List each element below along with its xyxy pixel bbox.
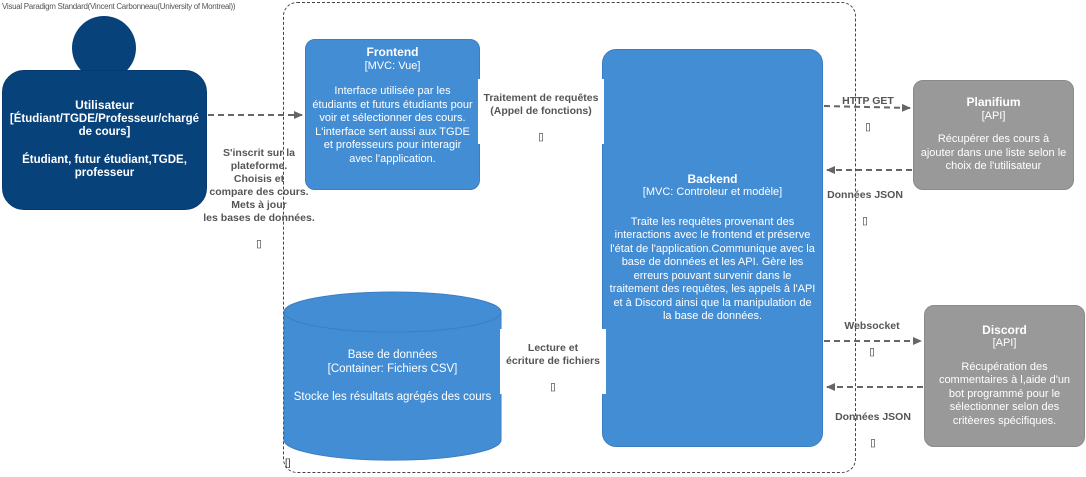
user-person: Utilisateur [Étudiant/TGDE/Professeur/ch…	[2, 70, 207, 210]
discord-system: Discord [API] Récupération des commentai…	[924, 305, 1085, 447]
label-glyph-icon: ▯	[865, 121, 871, 133]
user-description: Étudiant, futur étudiant,TGDE, professeu…	[22, 153, 187, 180]
user-subtitle: [Étudiant/TGDE/Professeur/chargé de cour…	[9, 112, 200, 139]
frontend-title: Frontend	[366, 45, 419, 59]
frontend-description: Interface utilisée par les étudiants et …	[312, 85, 473, 165]
arrow-backend-planifium	[823, 103, 911, 112]
database-cylinder-icon	[283, 291, 502, 461]
label-discord-backend: Données JSON ▯	[828, 398, 918, 450]
planifium-description: Récupérer des cours à ajouter dans une l…	[920, 133, 1067, 173]
label-frontend-backend: Traitement de requêtes (Appel de fonctio…	[478, 79, 604, 144]
label-glyph-icon: ▯	[862, 215, 868, 227]
label-glyph-icon: ▯	[550, 381, 556, 393]
label-glyph-icon: ▯	[256, 238, 262, 250]
database-subtitle: [Container: Fichiers CSV]	[327, 363, 458, 375]
frontend-container: Frontend [MVC: Vue] Interface utilisée p…	[305, 39, 480, 190]
label-backend-database: Lecture et écriture de fichiers ▯	[500, 329, 606, 394]
watermark: Visual Paradigm Standard(Vincent Carbonn…	[2, 2, 236, 11]
backend-subtitle: [MVC: Controleur et modèle]	[642, 186, 783, 198]
backend-container: Backend [MVC: Controleur et modèle] Trai…	[602, 49, 823, 447]
planifium-system: Planifium [API] Récupérer des cours à aj…	[913, 80, 1074, 190]
database-description: Stocke les résultats agrégés des cours	[293, 391, 492, 403]
person-head	[72, 16, 136, 80]
backend-title: Backend	[687, 171, 738, 186]
label-backend-discord: Websocket ▯	[832, 307, 912, 359]
boundary-marker: []	[285, 458, 291, 469]
label-frontend-backend-text: Traitement de requêtes (Appel de fonctio…	[483, 92, 599, 117]
label-backend-planifium-text: HTTP GET	[842, 95, 894, 107]
database-title: Base de données	[347, 349, 438, 361]
database-container: Base de données [Container: Fichiers CSV…	[283, 290, 502, 462]
label-planifium-backend-text: Données JSON	[827, 189, 903, 201]
frontend-subtitle: [MVC: Vue]	[364, 59, 421, 72]
planifium-title: Planifium	[966, 95, 1021, 110]
label-user-frontend: S'inscrit sur la plateforme. Choisis et …	[198, 134, 320, 251]
backend-description: Traite les requêtes provenant des intera…	[609, 215, 816, 323]
planifium-subtitle: [API]	[981, 109, 1006, 122]
system-boundary	[283, 2, 856, 473]
discord-title: Discord	[982, 322, 1027, 337]
label-glyph-icon: ▯	[538, 131, 544, 143]
label-user-frontend-text: S'inscrit sur la plateforme. Choisis et …	[203, 147, 315, 224]
label-backend-database-text: Lecture et écriture de fichiers	[506, 342, 600, 367]
label-glyph-icon: ▯	[870, 437, 876, 449]
label-planifium-backend: Données JSON ▯	[820, 176, 910, 228]
discord-description: Récupération des commentaires à l,aide d…	[938, 360, 1071, 427]
label-backend-discord-text: Websocket	[844, 320, 900, 332]
user-title: Utilisateur	[75, 98, 134, 113]
label-backend-planifium: HTTP GET ▯	[828, 82, 908, 134]
discord-subtitle: [API]	[992, 337, 1017, 350]
label-discord-backend-text: Données JSON	[835, 411, 911, 423]
label-glyph-icon: ▯	[869, 346, 875, 358]
